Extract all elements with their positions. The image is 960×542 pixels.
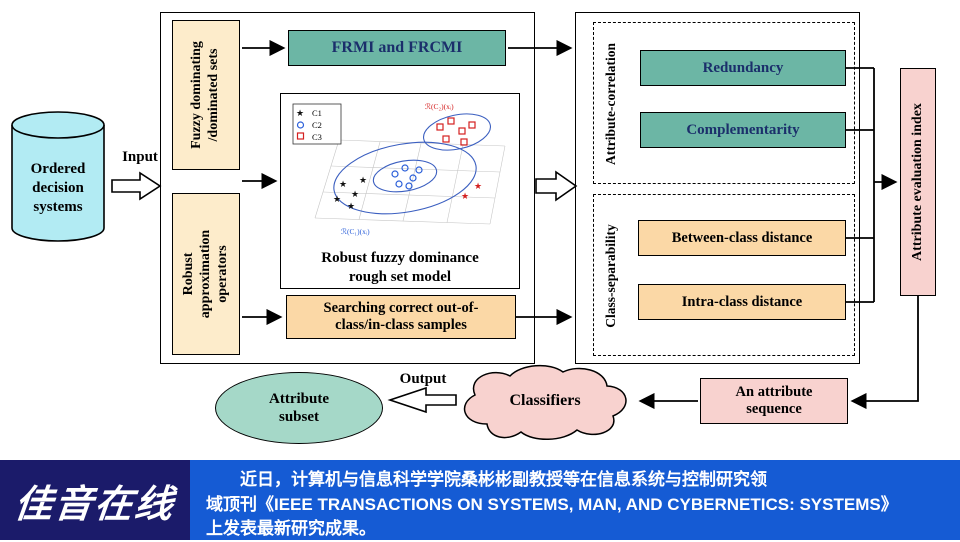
plot-legend: ★ C1 C2 C3 [292, 103, 342, 145]
transfer-hollow-arrow [535, 170, 578, 202]
attribute-correlation-group [593, 22, 855, 184]
searching-samples-box: Searching correct out-of- class/in-class… [286, 295, 516, 339]
brand-badge: 佳音在线 [0, 460, 190, 540]
outlier-star-markers: ★★ [461, 181, 482, 201]
svg-text:★: ★ [461, 191, 469, 201]
intra-class-distance-box: Intra-class distance [638, 284, 846, 320]
legend-entry: C1 [312, 108, 322, 118]
news-banner: 佳音在线 近日，计算机与信息科学学院桑彬彬副教授等在信息系统与控制研究领 域顶刊… [0, 460, 960, 540]
class-separability-group [593, 194, 855, 356]
legend-entry: C3 [312, 132, 322, 142]
rough-set-model-caption: Robust fuzzy dominance rough set model [321, 250, 479, 285]
cylinder-body [11, 125, 105, 242]
arrow-to-attribute-sequence [850, 296, 919, 410]
svg-text:★: ★ [474, 181, 482, 191]
attribute-sequence-box: An attribute sequence [700, 378, 848, 424]
plot-annotation-blue: ℛ(C₁)(xᵢ) [341, 227, 370, 236]
robust-approximation-operators-label: Robust approximation operators [180, 229, 230, 319]
news-text-area: 近日，计算机与信息科学学院桑彬彬副教授等在信息系统与控制研究领 域顶刊《IEEE… [190, 460, 960, 540]
plot-grid [314, 139, 506, 225]
svg-text:★: ★ [351, 189, 359, 199]
scatter-plot: ★★★ ★★ ★★ ★ C1 C2 C3 ℛ(C₂)(xᵢ) ℛ(C₁)(xᵢ) [292, 102, 506, 236]
class-separability-label: Class-separability [603, 224, 618, 328]
legend-entry: C2 [312, 120, 322, 130]
svg-text:★: ★ [333, 194, 341, 204]
news-line: 域顶刊《IEEE TRANSACTIONS ON SYSTEMS, MAN, A… [206, 494, 898, 514]
cluster-ellipses [333, 113, 491, 215]
class3-square-markers [436, 117, 476, 146]
attribute-evaluation-index-label: Attribute evaluation index [910, 103, 925, 261]
svg-text:★: ★ [359, 175, 367, 185]
svg-text:★: ★ [347, 201, 355, 211]
class2-circle-markers [391, 164, 423, 190]
svg-text:★: ★ [339, 179, 347, 189]
class-separability-label-wrap: Class-separability [596, 202, 626, 350]
plot-annotation-red: ℛ(C₂)(xᵢ) [425, 102, 454, 111]
attribute-correlation-label-wrap: Attribute-correlation [596, 30, 626, 178]
redundancy-box: Redundancy [640, 50, 846, 86]
output-label: Output [399, 371, 447, 387]
legend-square-icon [296, 132, 305, 140]
complementarity-box: Complementarity [640, 112, 846, 148]
frmi-frcmi-box: FRMI and FRCMI [288, 30, 506, 66]
between-class-distance-box: Between-class distance [638, 220, 846, 256]
legend-circle-icon [296, 121, 305, 129]
class1-star-markers: ★★★ ★★ [333, 175, 367, 211]
classifiers-label: Classifiers [509, 392, 581, 409]
fuzzy-dominating-sets-label: Fuzzy dominating /dominated sets [189, 41, 221, 149]
attribute-correlation-label: Attribute-correlation [603, 43, 618, 165]
input-hollow-arrow [111, 171, 162, 201]
ordered-decision-systems-label: Ordered decision systems [30, 161, 86, 215]
cloud-shape [463, 364, 627, 440]
cylinder-top [11, 111, 105, 139]
attribute-evaluation-index-box: Attribute evaluation index [900, 68, 936, 296]
brand-title: 佳音在线 [12, 483, 177, 526]
database-cylinder [11, 111, 105, 242]
news-line: 上发表最新研究成果。 [206, 519, 376, 539]
attribute-subset-ellipse: Attribute subset [215, 372, 383, 444]
news-line: 近日，计算机与信息科学学院桑彬彬副教授等在信息系统与控制研究领 [240, 470, 767, 489]
fuzzy-dominating-sets-box: Fuzzy dominating /dominated sets [172, 20, 240, 170]
output-hollow-arrow [387, 386, 457, 414]
legend-star-icon: ★ [296, 108, 304, 118]
robust-approximation-operators-box: Robust approximation operators [172, 193, 240, 355]
input-label: Input [122, 149, 158, 165]
classifiers-cloud [463, 364, 627, 440]
